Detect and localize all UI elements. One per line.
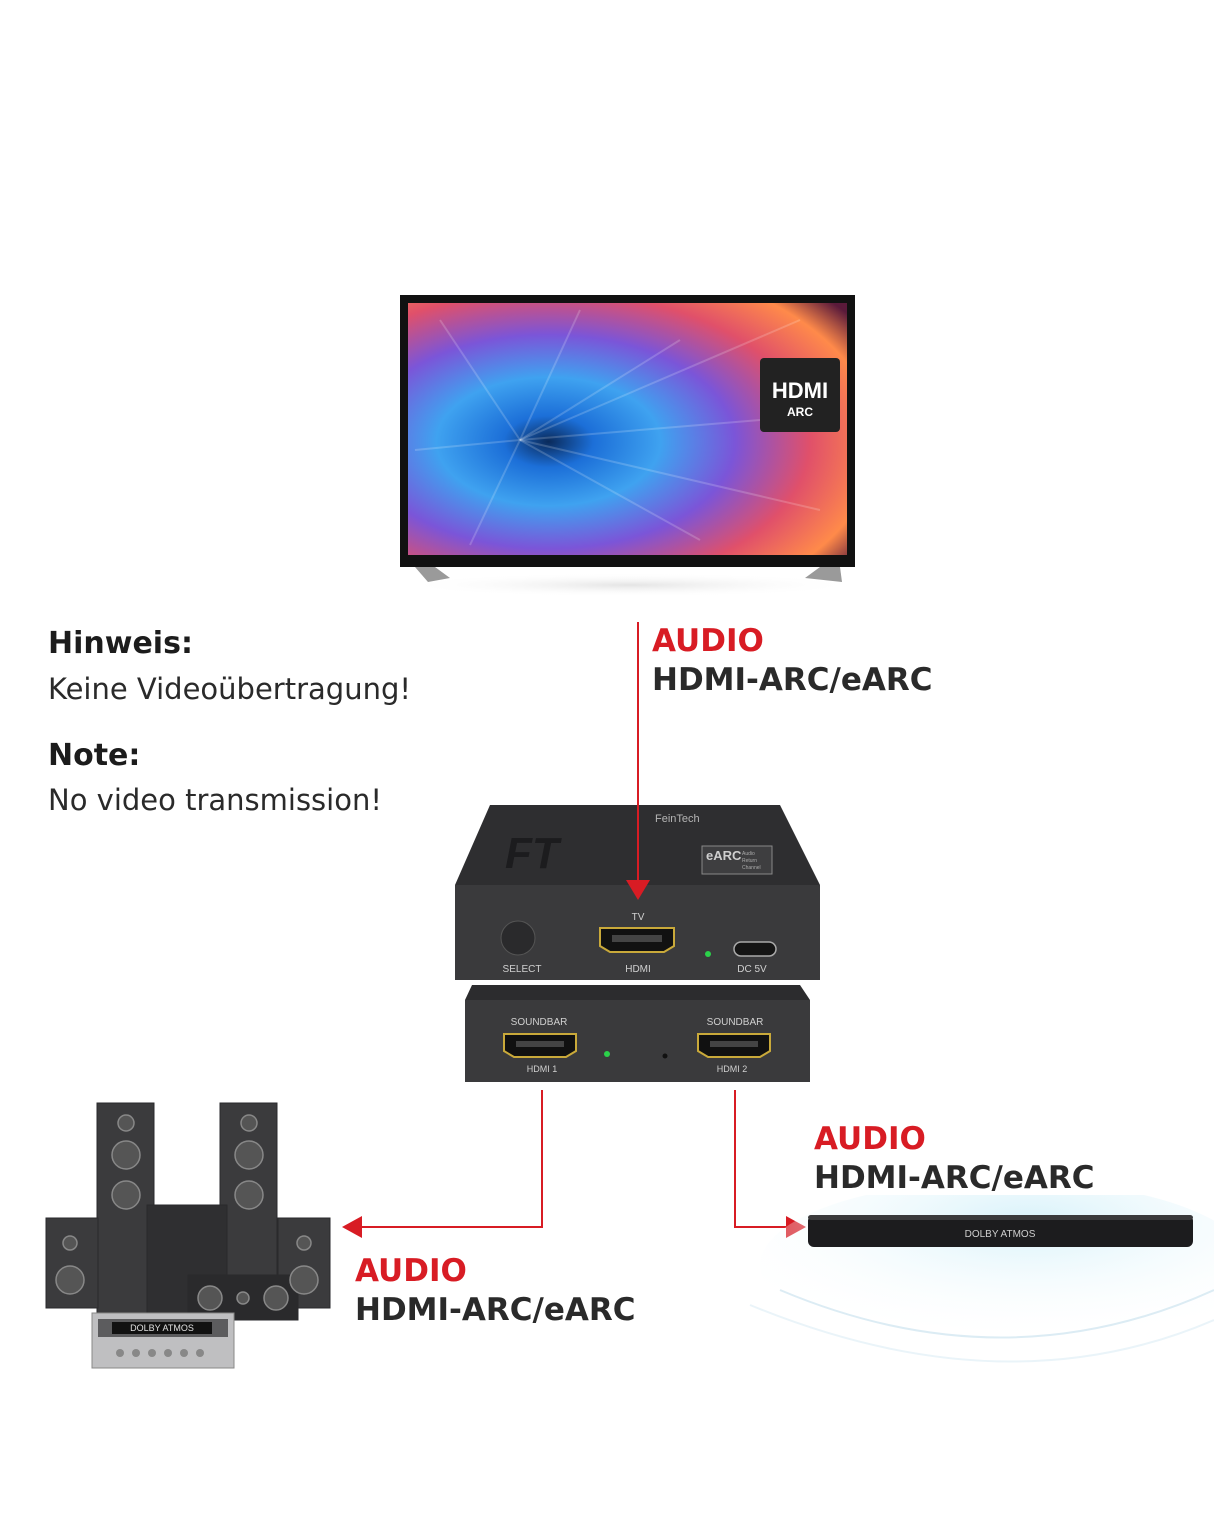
- device-hdmi2-label: HDMI 2: [717, 1064, 748, 1074]
- device-hdmi1-label: HDMI 1: [527, 1064, 558, 1074]
- tv-audio-label: AUDIO HDMI-ARC/eARC: [652, 622, 933, 700]
- receiver-display: DOLBY ATMOS: [130, 1323, 194, 1333]
- arrow-to-speakers: [358, 1090, 543, 1228]
- note-de-title: Hinweis:: [48, 626, 193, 661]
- speakers-audio-word: AUDIO: [355, 1253, 467, 1289]
- tv-connection-text: HDMI-ARC/eARC: [652, 661, 933, 698]
- note-en-title: Note:: [48, 738, 141, 773]
- device-bottom-led: [604, 1051, 610, 1057]
- device-select-label: SELECT: [503, 964, 542, 975]
- speakers-audio-label: AUDIO HDMI-ARC/eARC: [355, 1252, 636, 1330]
- device-earc-sub-1: Audio: [742, 851, 755, 857]
- tv-badge-sub: ARC: [787, 405, 813, 419]
- device-logo: FT: [505, 829, 562, 878]
- device-hdmi-label: HDMI: [625, 964, 651, 975]
- note-de-text: Keine Videoübertragung!: [48, 672, 411, 706]
- arrowhead-speakers: [342, 1216, 362, 1238]
- device-soundbar2-label: SOUNDBAR: [707, 1017, 764, 1028]
- device-earc-sub-2: Return: [742, 858, 757, 864]
- soundbar-audio-label: AUDIO HDMI-ARC/eARC: [814, 1120, 1095, 1198]
- device-tv-label: TV: [632, 912, 645, 923]
- device-earc-sub-3: Channel: [742, 865, 761, 871]
- arrowhead-device: [626, 880, 650, 900]
- tv-audio-word: AUDIO: [652, 623, 764, 659]
- device-top-led: [705, 951, 711, 957]
- tv-illustration: HDMI ARC: [400, 295, 860, 597]
- soundbar-illustration: DOLBY ATMOS: [749, 1195, 1214, 1363]
- note-en-text: No video transmission!: [48, 783, 382, 817]
- soundbar-audio-word: AUDIO: [814, 1121, 926, 1157]
- speaker-system-illustration: DOLBY ATMOS: [45, 1102, 331, 1369]
- arrow-to-soundbar: [734, 1090, 790, 1228]
- device-brand: FeinTech: [655, 813, 700, 825]
- device-dc-label: DC 5V: [737, 964, 767, 975]
- soundbar-display: DOLBY ATMOS: [965, 1229, 1036, 1240]
- tv-badge-main: HDMI: [772, 378, 828, 403]
- soundbar-connection-text: HDMI-ARC/eARC: [814, 1159, 1095, 1196]
- speakers-connection-text: HDMI-ARC/eARC: [355, 1291, 636, 1328]
- device-soundbar1-label: SOUNDBAR: [511, 1017, 568, 1028]
- device-earc-badge: eARC: [706, 848, 742, 863]
